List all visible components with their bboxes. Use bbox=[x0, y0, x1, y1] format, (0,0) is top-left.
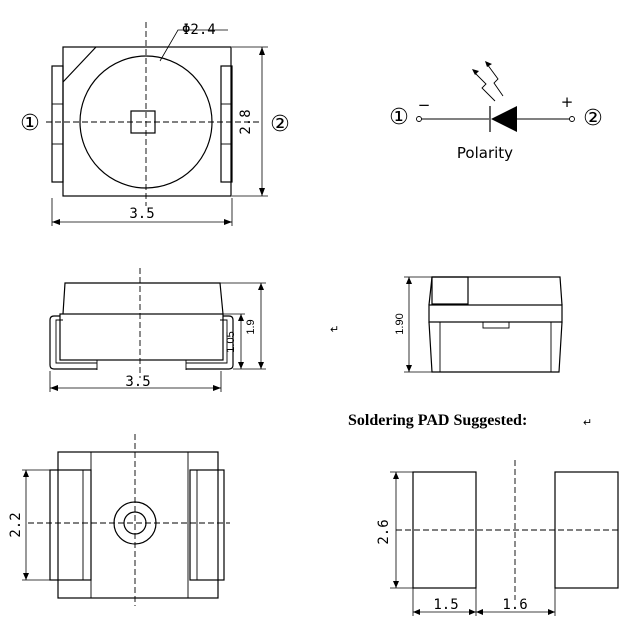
pad-width-label: 1.5 bbox=[433, 597, 458, 613]
polarity-minus-sign: − bbox=[418, 96, 431, 114]
return-mark: ↵ bbox=[330, 324, 339, 336]
light-arrow-icon bbox=[473, 71, 496, 102]
top-pin2-marker: ② bbox=[270, 112, 290, 137]
pad-left bbox=[412, 471, 477, 589]
side-right-terminal bbox=[186, 315, 234, 370]
top-view-right-terminal bbox=[220, 65, 233, 183]
top-height-label: 2.8 bbox=[238, 109, 254, 134]
top-pin1-marker: ① bbox=[20, 111, 40, 136]
diameter-leader bbox=[159, 29, 228, 62]
end-height-label: 1.90 bbox=[394, 313, 406, 334]
title-return-mark: ↵ bbox=[583, 417, 592, 429]
polarity-label: Polarity bbox=[457, 144, 513, 162]
side-width-label: 3.5 bbox=[125, 374, 150, 390]
bottom-left-pad bbox=[49, 469, 92, 581]
polarity-pin2-marker: ② bbox=[583, 106, 603, 131]
polarity-symbol: ① − + ② Polarity bbox=[389, 61, 603, 162]
soldering-pad-title: Soldering PAD Suggested: bbox=[348, 412, 527, 429]
top-view: Φ2.4 3.5 2.8 ① ② bbox=[20, 22, 290, 226]
polarity-pin1-marker: ① bbox=[389, 105, 409, 130]
bottom-height-label: 2.2 bbox=[8, 512, 24, 537]
diode-triangle-icon bbox=[491, 106, 517, 132]
end-view: 1.90 bbox=[394, 276, 563, 373]
top-view-body bbox=[62, 46, 232, 197]
soldering-pad-layout: 2.6 1.5 1.6 bbox=[376, 460, 621, 616]
pad-height-label: 2.6 bbox=[376, 519, 392, 544]
top-width-label: 3.5 bbox=[129, 206, 154, 222]
side-left-terminal bbox=[49, 315, 97, 370]
top-view-left-terminal bbox=[51, 65, 64, 183]
side-view: 3.5 1.05 1.9 bbox=[49, 268, 266, 392]
side-view-body bbox=[59, 313, 224, 361]
bottom-right-pad bbox=[189, 469, 225, 581]
led-chip bbox=[130, 110, 156, 134]
bottom-view: 2.2 bbox=[8, 434, 230, 606]
side-total-height-label: 1.9 bbox=[245, 319, 257, 334]
bottom-view-body bbox=[57, 451, 219, 599]
lens-diameter-label: Φ2.4 bbox=[182, 22, 216, 38]
pad-gap-label: 1.6 bbox=[502, 597, 527, 613]
side-body-height-label: 1.05 bbox=[225, 331, 237, 352]
pin1-chamfer bbox=[62, 46, 97, 83]
polarity-plus-sign: + bbox=[561, 93, 574, 111]
